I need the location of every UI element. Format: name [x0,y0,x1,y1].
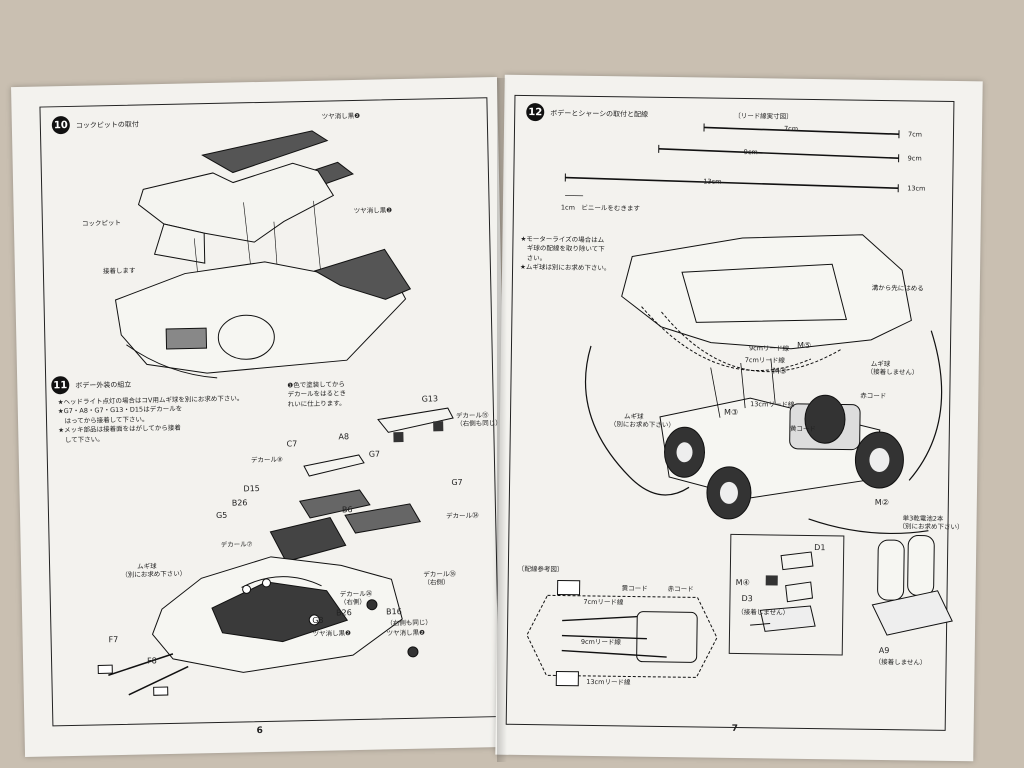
label-g8: G8 [312,615,324,625]
ref-red-cord: 赤コード [667,585,694,594]
label-a8: A8 [338,432,350,442]
booklet-gutter-shadow [497,78,507,762]
lamp-detail-illustration [750,551,816,632]
label-m3-a: M③ [772,366,787,376]
page-number-left: 6 [256,726,263,737]
label-g5: G5 [215,510,228,520]
page-right: 12 ボデーとシャーシの取付と配線 〔リード線実寸図〕 7cm 7cm 9cm … [495,74,983,762]
label-b6: B6 [341,505,353,515]
label-g13: G13 [421,394,439,404]
label-decal-r2: （右側も同じ） [456,418,502,428]
body-assembly-illustration [97,407,454,696]
label-a9-note: （接着しません） [874,657,927,667]
label-d15: D15 [243,484,260,494]
step-12-badge: 12 [526,103,545,122]
ref-7cm-lead: 7cmリード線 [583,597,624,607]
ref-13cm-lead: 13cmリード線 [586,677,631,687]
label-b26-a: B26 [231,498,248,508]
lead-7cm-tag: 7cm [907,130,923,139]
label-b26-b: B26 [336,608,352,618]
label-7cm-lead: 7cmリード線 [744,356,785,365]
label-mugi-note: （別にお求め下さい） [609,420,675,430]
label-c7: C7 [286,439,298,449]
wiring-reference-diagram [526,579,718,687]
battery-holder-illustration [871,535,953,636]
lamp-detail-inset [728,533,845,656]
label-tsuya-g8: ツヤ消し黒❷ [312,629,351,638]
wiring-ref-title: 〔配線参考図〕 [517,564,564,574]
label-g7-a: G7 [368,449,381,459]
label-g7-b: G7 [451,477,463,488]
label-d3: D3 [741,594,753,604]
lead-strip-note: 1cm ビニールをむきます [560,203,641,213]
label-m5: M⑤ [796,340,812,350]
label-m3-b: M③ [724,407,739,417]
label-tsuya-2: ツヤ消し黒❷ [353,206,393,216]
label-decal-8: デカール⑧ [250,455,283,465]
step-11-title: ボデー外装の組立 [75,380,132,390]
label-d1: D1 [814,543,826,553]
label-m4: M④ [735,577,750,588]
label-yellow-cord: 黄コード [789,424,816,434]
label-cockpit: コックピット [81,218,121,228]
label-decal-7: デカール⑦ [220,540,253,549]
lead-13cm-label: 13cm [703,177,722,186]
label-red-cord: 赤コード [860,391,887,401]
label-mugi2-note: （接着しません） [866,367,919,377]
label-b16b: （右側も同じ） [386,618,432,628]
lead-wire-actual-size-diagram [564,123,900,197]
label-secchaku: 接着します [102,266,136,276]
page-number-right: 7 [731,723,738,735]
label-decal-34: デカール㉞ [446,511,479,521]
label-d3-note: （接着しません） [737,607,790,617]
chassis-wiring-illustration [584,234,943,535]
label-a9: A9 [878,645,890,656]
ref-9cm-lead: 9cmリード線 [580,637,621,647]
label-m2: M② [874,497,889,508]
ref-yellow-cord: 黄コード [621,584,648,593]
lead-13cm-tag: 13cm [907,184,926,193]
label-mugi-note: （別にお求め下さい） [121,569,187,579]
label-f8: F8 [146,656,157,666]
label-13cm-lead: 13cmリード線 [750,400,795,409]
lead-9cm-label: 9cm [743,148,758,157]
label-haru: 溝から先にはめる [871,283,924,293]
label-tsuya-b16: ツヤ消し黒❷ [386,628,425,638]
label-9cm-lead: 9cmリード線 [748,344,790,353]
lead-9cm-tag: 9cm [907,154,922,163]
lead-7cm-label: 7cm [783,124,799,133]
cockpit-assembly-illustration [114,130,412,379]
label-b16: B16 [386,607,402,617]
page-left: 10 コックピットの取付 ツヤ消し黒❷ ツヤ消し黒❷ コックピット 接着します … [11,76,511,758]
label-tsuya-1: ツヤ消し黒❷ [321,111,361,121]
label-f7: F7 [108,635,119,645]
label-decal-35b: （右側） [423,578,450,587]
label-decal-26b: （右側） [339,597,366,607]
